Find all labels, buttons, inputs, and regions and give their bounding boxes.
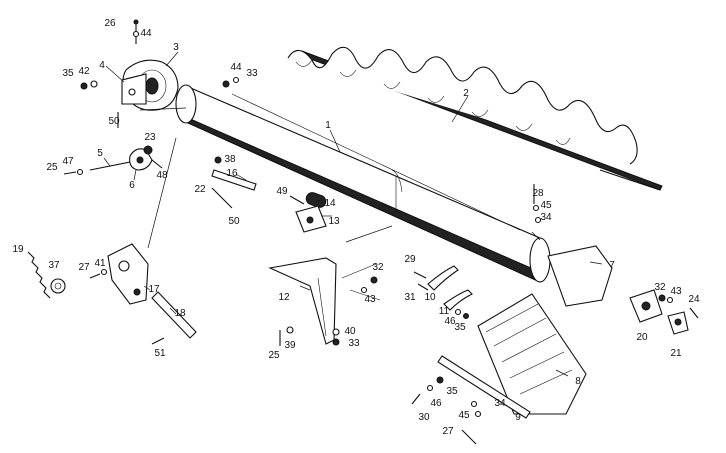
mount-block xyxy=(295,205,327,233)
part-label-p35a: 35 xyxy=(62,68,74,79)
part-label-p47: 47 xyxy=(62,156,74,167)
leader-lines xyxy=(103,51,603,377)
part-label-p20: 20 xyxy=(636,332,648,343)
part-label-p43a: 43 xyxy=(364,294,376,305)
part-label-p49: 49 xyxy=(276,186,288,197)
part-label-p17: 17 xyxy=(148,284,160,295)
part-label-p22: 22 xyxy=(194,184,206,195)
part-label-p27b: 27 xyxy=(442,426,454,437)
part-label-p25b: 25 xyxy=(268,350,280,361)
bracket xyxy=(121,73,147,105)
pivot-bracket xyxy=(107,243,149,305)
auger-tube xyxy=(175,84,551,283)
part-label-p14: 14 xyxy=(324,198,336,209)
part-label-p6: 6 xyxy=(129,180,135,191)
part-label-p27a: 27 xyxy=(78,262,90,273)
part-label-p38: 38 xyxy=(224,154,236,165)
part-label-p34a: 34 xyxy=(540,212,552,223)
handle-sleeve xyxy=(151,291,197,339)
roller xyxy=(305,192,327,208)
part-label-p46a: 46 xyxy=(444,316,456,327)
part-label-p4: 4 xyxy=(99,60,105,71)
part-label-p32a: 32 xyxy=(372,262,384,273)
part-label-p40: 40 xyxy=(344,326,356,337)
bearing-flange xyxy=(629,289,663,323)
part-label-p46b: 46 xyxy=(430,398,442,409)
part-label-p34b: 34 xyxy=(494,398,506,409)
part-label-p41: 41 xyxy=(94,258,106,269)
part-label-p24: 24 xyxy=(688,294,700,305)
part-label-p26: 26 xyxy=(104,18,116,29)
part-label-p35c: 35 xyxy=(446,386,458,397)
part-label-p29: 29 xyxy=(404,254,416,265)
part-label-p2: 2 xyxy=(463,88,469,99)
part-label-p44b: 44 xyxy=(230,62,242,73)
part-label-p37: 37 xyxy=(48,260,60,271)
part-label-p33b: 33 xyxy=(348,338,360,349)
part-label-p30: 30 xyxy=(418,412,430,423)
part-label-p1: 1 xyxy=(325,120,331,131)
part-label-p23: 23 xyxy=(144,132,156,143)
part-label-p3: 3 xyxy=(173,42,179,53)
end-cover xyxy=(547,245,613,307)
part-label-p10: 10 xyxy=(424,292,436,303)
washer-37 xyxy=(50,278,66,294)
part-label-p51: 51 xyxy=(154,348,166,359)
part-label-p35b: 35 xyxy=(454,322,466,333)
part-label-p31: 31 xyxy=(404,292,416,303)
part-label-p44a: 44 xyxy=(140,28,152,39)
part-label-p42: 42 xyxy=(78,66,90,77)
part-label-p16: 16 xyxy=(226,168,238,179)
part-label-p13: 13 xyxy=(328,216,340,227)
part-label-p39: 39 xyxy=(284,340,296,351)
hardware xyxy=(63,19,699,445)
hopper-plate xyxy=(437,355,531,419)
part-label-p8: 8 xyxy=(575,376,581,387)
part-label-p11: 11 xyxy=(439,306,450,317)
link-bar xyxy=(211,169,257,191)
part-label-p45a: 45 xyxy=(540,200,552,211)
strap-right xyxy=(443,289,473,311)
strap-left xyxy=(427,265,459,291)
part-label-p50b: 50 xyxy=(228,216,240,227)
bearing-cap xyxy=(667,311,689,335)
part-label-p9: 9 xyxy=(515,412,521,423)
part-label-p33a: 33 xyxy=(246,68,258,79)
part-number-labels: 1234567891011121314161718192021222324252… xyxy=(12,18,700,437)
spring xyxy=(27,251,51,299)
part-label-p12: 12 xyxy=(278,292,290,303)
part-label-p21: 21 xyxy=(670,348,682,359)
part-label-p48: 48 xyxy=(156,170,168,181)
part-label-p32b: 32 xyxy=(654,282,666,293)
part-label-p19: 19 xyxy=(12,244,24,255)
part-label-p50a: 50 xyxy=(108,116,120,127)
part-label-p28: 28 xyxy=(532,188,544,199)
part-label-p45b: 45 xyxy=(458,410,470,421)
part-label-p7: 7 xyxy=(609,260,615,271)
part-label-p18: 18 xyxy=(174,308,186,319)
auger-flight xyxy=(287,46,663,191)
part-label-p43b: 43 xyxy=(670,286,682,297)
part-label-p5: 5 xyxy=(97,148,103,159)
part-label-p25a: 25 xyxy=(46,162,58,173)
